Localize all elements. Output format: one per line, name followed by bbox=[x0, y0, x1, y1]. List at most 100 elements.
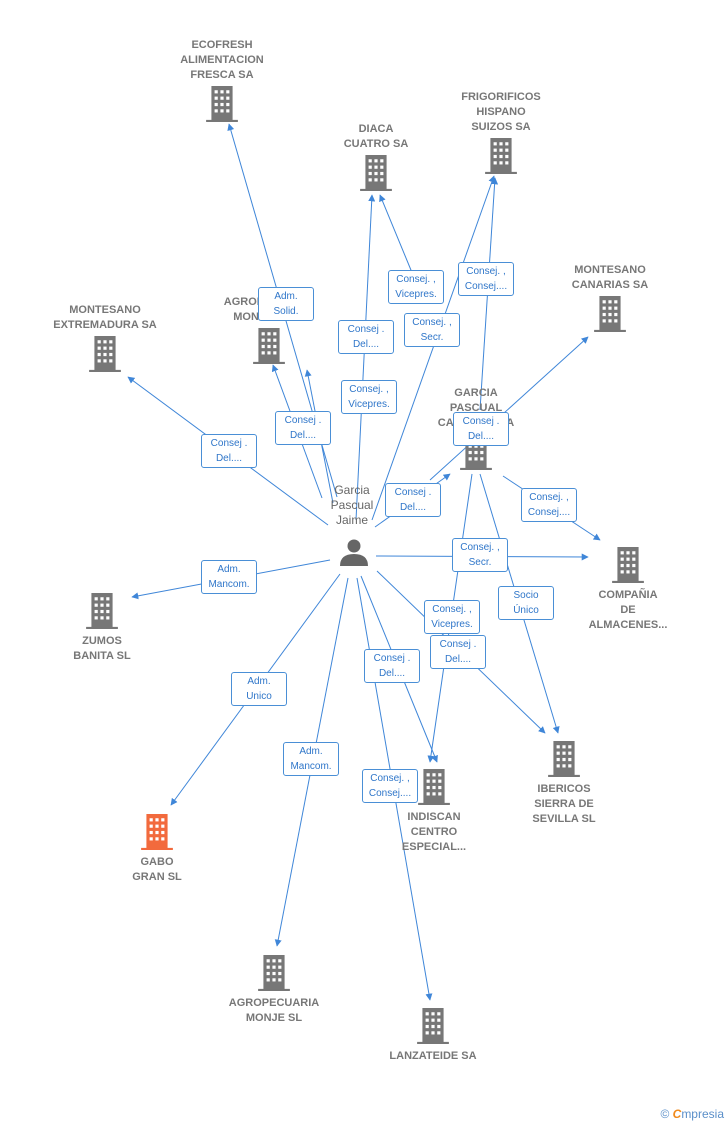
relation-label-line: Único bbox=[513, 605, 539, 616]
relation-label-line: Consej.... bbox=[527, 507, 571, 518]
relation-label-line: Del.... bbox=[352, 339, 380, 350]
person-label-line: Jaime bbox=[336, 513, 368, 527]
relation-label-line: Adm. bbox=[247, 676, 271, 687]
building-icon bbox=[594, 296, 626, 332]
relation-label-line: Del.... bbox=[444, 654, 472, 665]
person-label-line: Garcia bbox=[334, 483, 370, 497]
relation-label[interactable]: Consej. , Consej.... bbox=[458, 262, 514, 296]
brand-initial: C bbox=[672, 1107, 682, 1121]
relation-label[interactable]: Consej. ,Secr. bbox=[404, 313, 460, 347]
edge-line bbox=[371, 175, 496, 521]
company-node-gabo[interactable]: GABO GRAN SL bbox=[132, 814, 182, 883]
relation-label[interactable]: Adm.Unico bbox=[231, 672, 287, 706]
building-icon bbox=[141, 814, 173, 850]
relation-label-line: Secr. bbox=[468, 557, 492, 568]
relation-label[interactable]: Consej .Del.... bbox=[453, 412, 509, 446]
company-label-line: COMPAÑIA bbox=[598, 588, 657, 601]
relation-label-line: Adm. bbox=[217, 564, 241, 575]
company-node-lanzateide[interactable]: LANZATEIDE SA bbox=[389, 1008, 477, 1062]
relation-label[interactable]: Consej .Del.... bbox=[275, 411, 331, 445]
company-label-line: ECOFRESH bbox=[191, 39, 252, 51]
building-icon bbox=[86, 593, 118, 629]
relation-label[interactable]: Consej. , Consej.... bbox=[521, 488, 577, 522]
relation-label-line: Consej. , bbox=[466, 266, 506, 277]
building-icon bbox=[417, 1008, 449, 1044]
relation-label-line: Consej. , bbox=[370, 773, 410, 784]
company-label-line: GRAN SL bbox=[132, 871, 182, 883]
relation-label-line: Consej . bbox=[210, 438, 248, 449]
relation-label[interactable]: Consej. , Vicepres. bbox=[424, 600, 480, 634]
company-label-line: FRESCA SA bbox=[190, 69, 253, 81]
copyright-symbol: © bbox=[660, 1107, 670, 1121]
relation-label[interactable]: Consej . Del.... bbox=[430, 635, 486, 669]
company-label-line: LANZATEIDE SA bbox=[389, 1050, 476, 1062]
relation-label[interactable]: Consej .Del.... bbox=[385, 483, 441, 517]
relation-label-line: Consej. , bbox=[349, 384, 389, 395]
relation-label-line: Consej . bbox=[347, 324, 385, 335]
person-label-line: Pascual bbox=[331, 498, 374, 512]
relation-label[interactable]: Consej .Del.... bbox=[201, 434, 257, 468]
relation-label-line: Socio bbox=[513, 590, 539, 601]
company-node-compania[interactable]: COMPAÑIA DE ALMACENES... bbox=[589, 547, 668, 631]
relation-label-line: Adm. bbox=[274, 291, 298, 302]
company-label-line: ALMACENES... bbox=[589, 619, 668, 631]
building-icon bbox=[253, 328, 285, 364]
building-icon bbox=[360, 155, 392, 191]
company-label-line: CENTRO bbox=[411, 826, 458, 838]
building-icon bbox=[485, 138, 517, 174]
relation-label-line: Consej.... bbox=[368, 788, 412, 799]
relation-label-line: Consej. , bbox=[529, 492, 569, 503]
relation-label-line: Consej . bbox=[439, 639, 477, 650]
relation-label-line: Vicepres. bbox=[348, 399, 390, 410]
relation-label[interactable]: Consej. , Vicepres. bbox=[341, 380, 397, 414]
relation-label-line: Solid. bbox=[273, 306, 299, 317]
person-icon bbox=[347, 539, 361, 553]
relation-label-line: Consej . bbox=[284, 415, 322, 426]
company-label-line: ESPECIAL... bbox=[402, 841, 466, 853]
relation-label-line: Secr. bbox=[420, 332, 444, 343]
relation-label-line: Del.... bbox=[467, 431, 495, 442]
company-label-line: AGROPECUARIA bbox=[229, 997, 320, 1009]
company-label-line: MONTESANO bbox=[69, 304, 141, 316]
relation-label[interactable]: Consej. , Secr. bbox=[452, 538, 508, 572]
relation-label-line: Consej . bbox=[394, 487, 432, 498]
relation-label-line: Adm. bbox=[299, 746, 323, 757]
relation-label[interactable]: Adm.Mancom. bbox=[283, 742, 339, 776]
company-label-line: SEVILLA SL bbox=[532, 813, 595, 825]
brand-name: mpresia bbox=[681, 1107, 724, 1121]
relation-label[interactable]: Adm. Solid. bbox=[258, 287, 314, 321]
relation-label[interactable]: Consej .Del.... bbox=[364, 649, 420, 683]
relation-label-line: Consej. , bbox=[460, 542, 500, 553]
company-label-line: INDISCAN bbox=[407, 811, 460, 823]
relation-label[interactable]: Consej. ,Vicepres. bbox=[388, 270, 444, 304]
company-label-line: BANITA SL bbox=[73, 650, 131, 662]
relation-label-line: Consej. , bbox=[432, 604, 472, 615]
footer-brand: © Cmpresia bbox=[660, 1107, 724, 1121]
company-label-line: GABO bbox=[141, 856, 174, 868]
relation-label[interactable]: Adm.Mancom. bbox=[201, 560, 257, 594]
company-label-line: MONTESANO bbox=[574, 264, 646, 276]
relation-label[interactable]: Consej . Del.... bbox=[338, 320, 394, 354]
relation-label[interactable]: Consej. , Consej.... bbox=[362, 769, 418, 803]
company-node-indiscan[interactable]: INDISCAN CENTRO ESPECIAL... bbox=[402, 769, 466, 853]
relation-label-line: Consej.... bbox=[464, 281, 508, 292]
company-label-line: SIERRA DE bbox=[534, 798, 594, 810]
company-label-line: DE bbox=[620, 604, 635, 616]
company-label-line: PASCUAL bbox=[450, 402, 503, 414]
building-icon bbox=[548, 741, 580, 777]
company-label-line: FRIGORIFICOS bbox=[461, 91, 540, 103]
company-label-line: SUIZOS SA bbox=[471, 121, 530, 133]
relation-label-line: Consej. , bbox=[396, 274, 436, 285]
relation-label-line: Vicepres. bbox=[431, 619, 473, 630]
